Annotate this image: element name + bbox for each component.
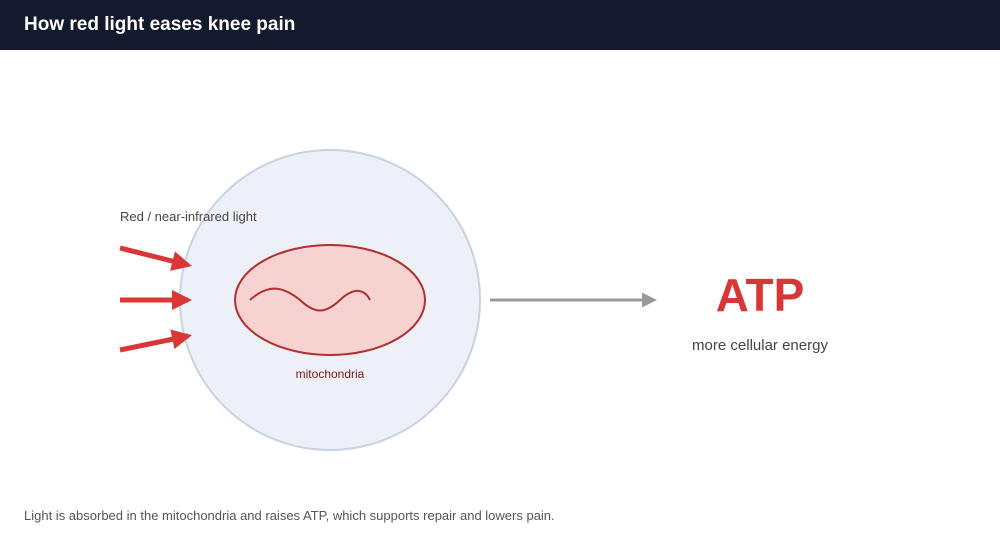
- mitochondria-shape: [234, 244, 426, 356]
- light-ray-bottom: [119, 329, 192, 353]
- light-ray-top: [119, 245, 192, 271]
- mitochondria-crista: [249, 287, 371, 312]
- page-title: How red light eases knee pain: [24, 14, 296, 35]
- atp-label: ATP: [715, 269, 805, 321]
- light-label: Red / near-infrared light: [120, 209, 257, 224]
- mitochondria-label: mitochondria: [295, 367, 365, 381]
- energy-label: more cellular energy: [692, 337, 828, 354]
- header-bar: How red light eases knee pain: [0, 0, 1000, 50]
- caption: Light is absorbed in the mitochondria an…: [24, 508, 555, 523]
